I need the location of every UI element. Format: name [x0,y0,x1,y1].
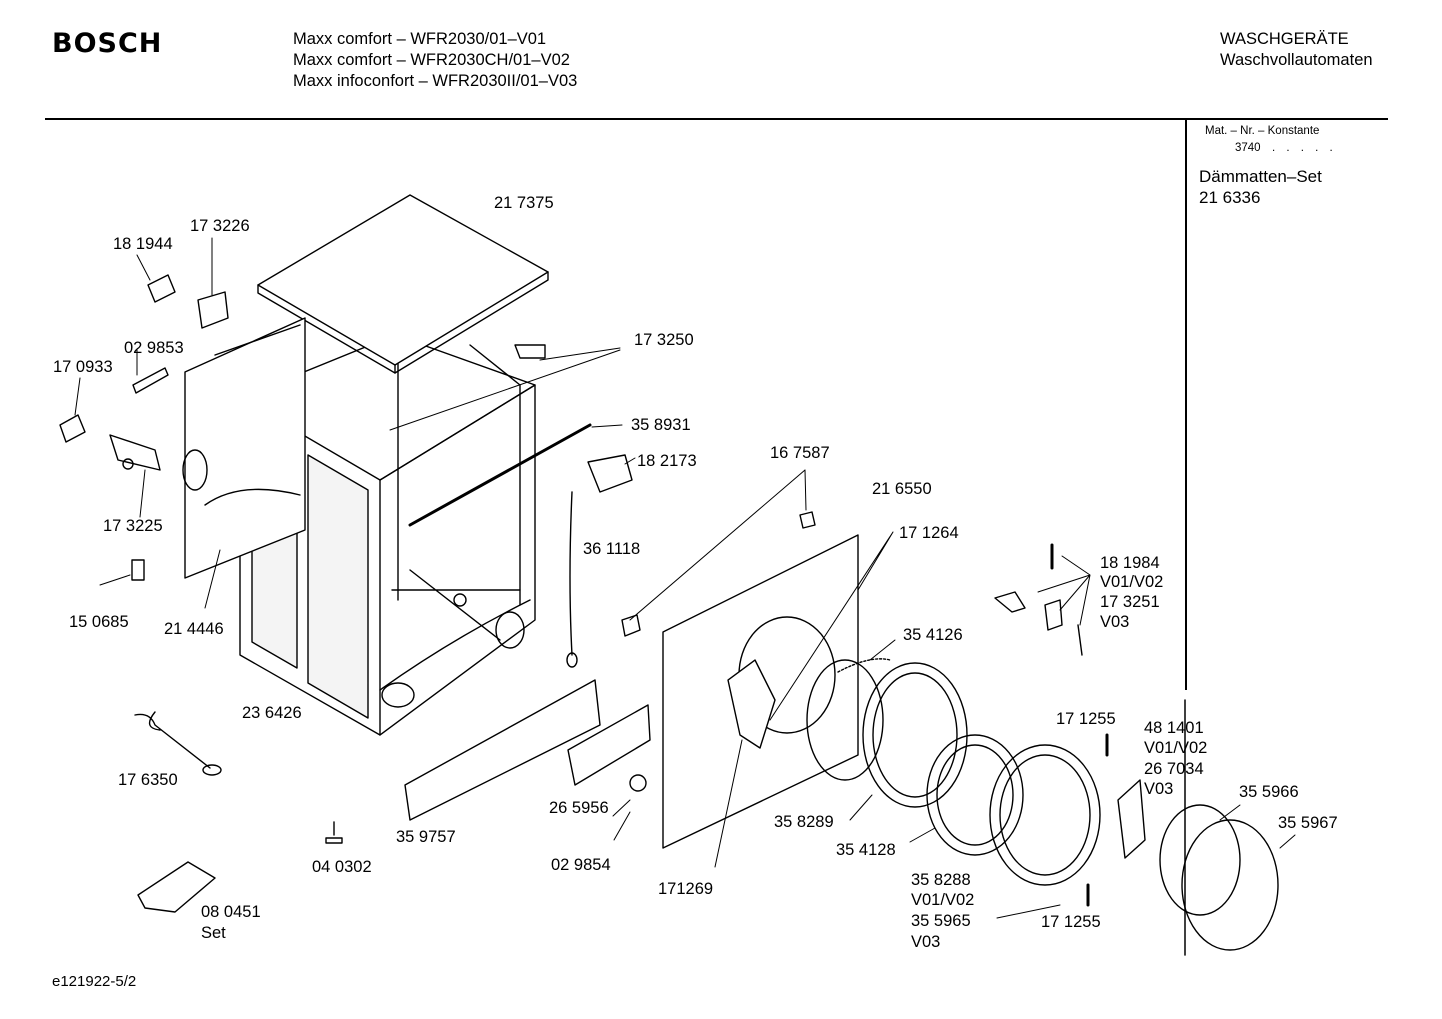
top-cover-drawing [257,194,549,374]
rear-panel-drawing [182,317,306,579]
part-label-236426: 23 6426 [242,704,302,722]
part-label-173225: 17 3225 [103,517,163,535]
version-label-v03-a: V03 [1100,613,1129,631]
leader-lines [74,237,1296,919]
part-label-173251: 17 3251 [1100,593,1160,611]
header-divider [45,118,1388,120]
part-label-217375: 21 7375 [494,194,554,212]
part-label-355967: 35 5967 [1278,814,1338,832]
brand-logo: BOSCH [52,28,163,59]
part-label-267034: 26 7034 [1144,760,1204,778]
mat-constant: 3740 [1235,142,1261,154]
part-label-355966: 35 5966 [1239,783,1299,801]
part-label-214446: 21 4446 [164,620,224,638]
part-label-029853: 02 9853 [124,339,184,357]
version-label-v03-b: V03 [1144,780,1173,798]
part-label-359757: 35 9757 [396,828,456,846]
insulation-set-name: Dämmatten–Set [1199,167,1322,186]
mat-dots: . . . . . [1272,142,1337,154]
left-small-parts [59,274,343,913]
mat-number-label: Mat. – Nr. – Konstante [1205,125,1320,137]
part-label-216550: 21 6550 [872,480,932,498]
part-label-080451: 08 0451 [201,903,261,921]
model-line-2: Maxx comfort – WFR2030CH/01–V02 [293,51,570,69]
part-label-182173: 18 2173 [637,452,697,470]
part-label-265956: 26 5956 [549,799,609,817]
part-label-171255-top: 17 1255 [1056,710,1116,728]
part-label-354128: 35 4128 [836,841,896,859]
part-label-150685: 15 0685 [69,613,129,631]
model-line-3: Maxx infoconfort – WFR2030II/01–V03 [293,72,578,90]
set-label-080451: Set [201,924,226,942]
part-label-170933: 17 0933 [53,358,113,376]
version-label-v01v02-c: V01/V02 [911,891,974,909]
model-line-1: Maxx comfort – WFR2030/01–V01 [293,30,547,48]
front-panel-drawing [662,534,859,849]
version-label-v01v02-a: V01/V02 [1100,573,1163,591]
middle-parts [404,344,816,821]
part-label-181984: 18 1984 [1100,554,1160,572]
part-label-355965: 35 5965 [911,912,971,930]
part-label-354126: 35 4126 [903,626,963,644]
part-label-173250: 17 3250 [634,331,694,349]
part-labels: 21 7375 17 3226 18 1944 02 9853 17 0933 … [53,194,1338,951]
part-label-171269: 171269 [658,880,713,898]
insulation-set-number: 21 6336 [1199,188,1261,207]
version-label-v03-c: V03 [911,933,940,951]
part-label-040302: 04 0302 [312,858,372,876]
part-label-029854: 02 9854 [551,856,611,874]
category-block: WASCHGERÄTE Waschvollautomaten [1220,29,1373,71]
part-label-167587: 16 7587 [770,444,830,462]
category-title: WASCHGERÄTE [1220,30,1349,48]
part-label-171255-bottom: 17 1255 [1041,913,1101,931]
part-label-358289: 35 8289 [774,813,834,831]
category-subtitle: Waschvollautomaten [1220,51,1373,69]
part-label-361118: 36 1118 [583,540,640,558]
part-label-358931: 35 8931 [631,416,691,434]
model-list: Maxx comfort – WFR2030/01–V01 Maxx comfo… [293,29,577,92]
cabinet-drawing [239,334,592,736]
drawing-id: e121922-5/2 [52,973,137,990]
part-label-171264: 17 1264 [899,524,959,542]
part-label-181944: 18 1944 [113,235,173,253]
part-label-481401: 48 1401 [1144,719,1204,737]
right-small-parts [994,543,1083,656]
part-label-173226: 17 3226 [190,217,250,235]
version-label-v01v02-b: V01/V02 [1144,739,1207,757]
sidebar-divider [1185,118,1187,690]
door-assembly-drawing [806,658,1279,951]
part-label-358288: 35 8288 [911,871,971,889]
part-label-176350: 17 6350 [118,771,178,789]
